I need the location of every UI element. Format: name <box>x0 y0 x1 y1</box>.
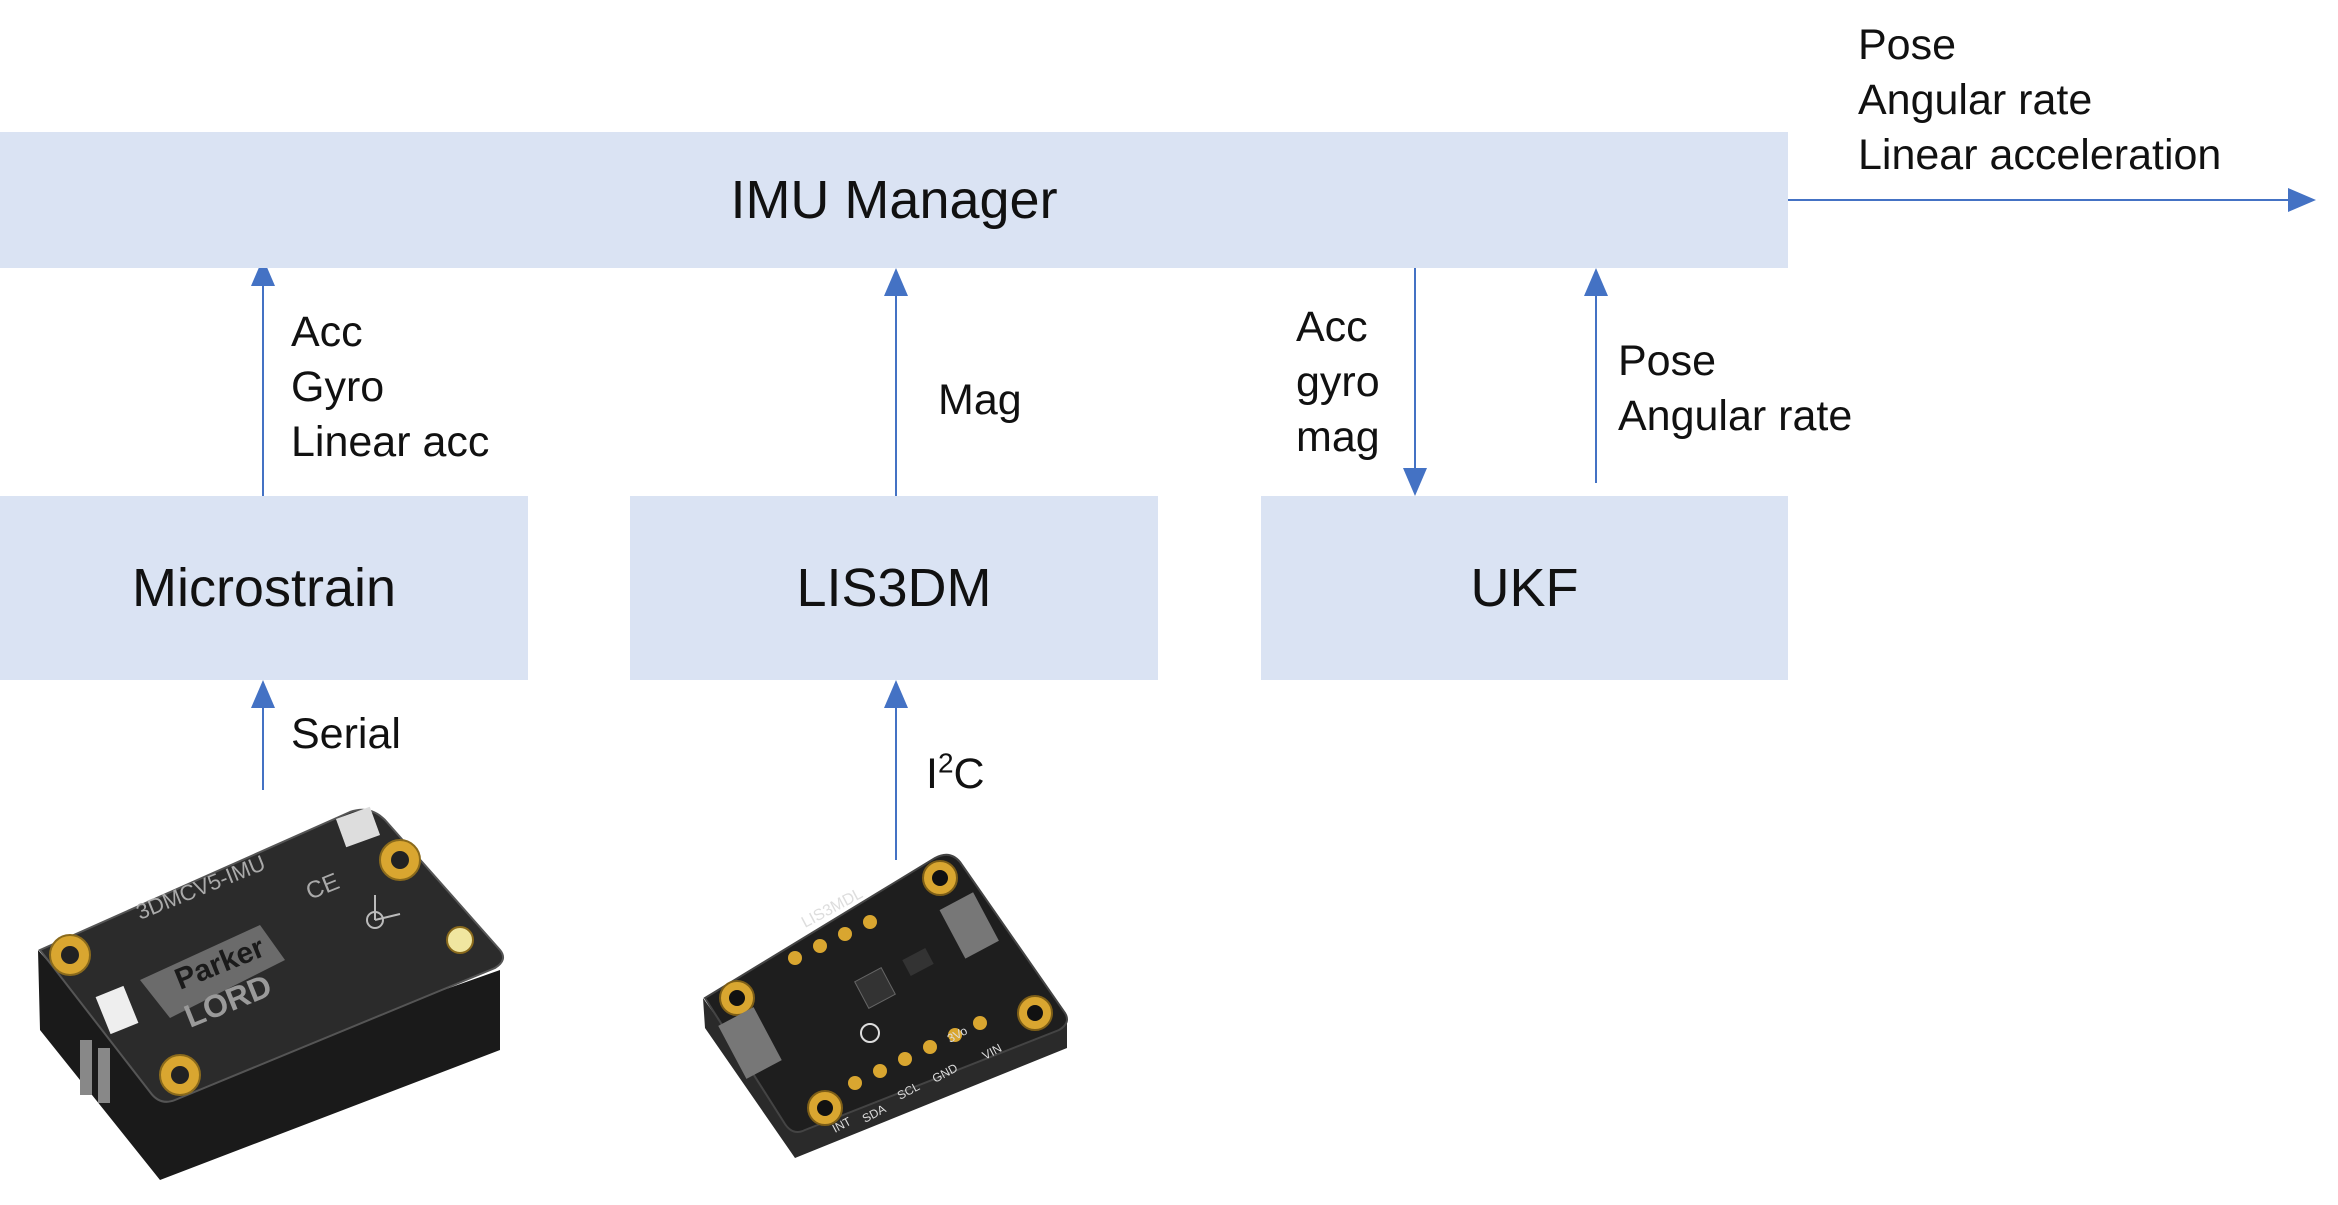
lis3dm-label: LIS3DM <box>796 558 992 618</box>
signal: Gyro <box>291 363 385 411</box>
imu-manager-label: IMU Manager <box>730 170 1058 230</box>
ukf-block: UKF <box>1261 496 1788 680</box>
ukf-output-signals-label: Pose Angular rate <box>1618 334 1852 444</box>
microstrain-block: Microstrain <box>0 496 528 680</box>
output-signal: Linear acceleration <box>1858 131 2222 179</box>
serial-link-label: Serial <box>291 707 401 762</box>
signal: I2C <box>926 748 985 799</box>
signal: Linear acc <box>291 418 490 466</box>
signal: mag <box>1296 413 1380 461</box>
ukf-label: UKF <box>1470 558 1579 618</box>
lis3dm-block: LIS3DM <box>630 496 1158 680</box>
lis3dm-signal-label: Mag <box>938 373 1022 428</box>
microstrain-signals-label: Acc Gyro Linear acc <box>291 305 489 470</box>
microstrain-imu-device: Parker LORD 3DMCV5-IMU CE <box>38 806 505 1180</box>
i2c-link-label: I2C <box>926 736 985 802</box>
signal: Acc <box>1296 303 1368 351</box>
signal: Pose <box>1618 337 1717 385</box>
signal: Acc <box>291 308 363 356</box>
output-signal: Pose <box>1858 21 1957 69</box>
signal: Serial <box>291 710 401 758</box>
output-signals-label: Pose Angular rate Linear acceleration <box>1858 18 2221 183</box>
signal: Mag <box>938 376 1022 424</box>
microstrain-label: Microstrain <box>131 558 397 618</box>
signal: gyro <box>1296 358 1380 406</box>
ukf-input-signals-label: Acc gyro mag <box>1296 300 1380 465</box>
output-signal: Angular rate <box>1858 76 2093 124</box>
imu-manager-block: IMU Manager <box>0 132 1788 268</box>
signal: Angular rate <box>1618 392 1853 440</box>
lis3mdl-breakout-device: LIS3MDL SCL SDA 3Vo GND VIN INT <box>703 853 1068 1158</box>
